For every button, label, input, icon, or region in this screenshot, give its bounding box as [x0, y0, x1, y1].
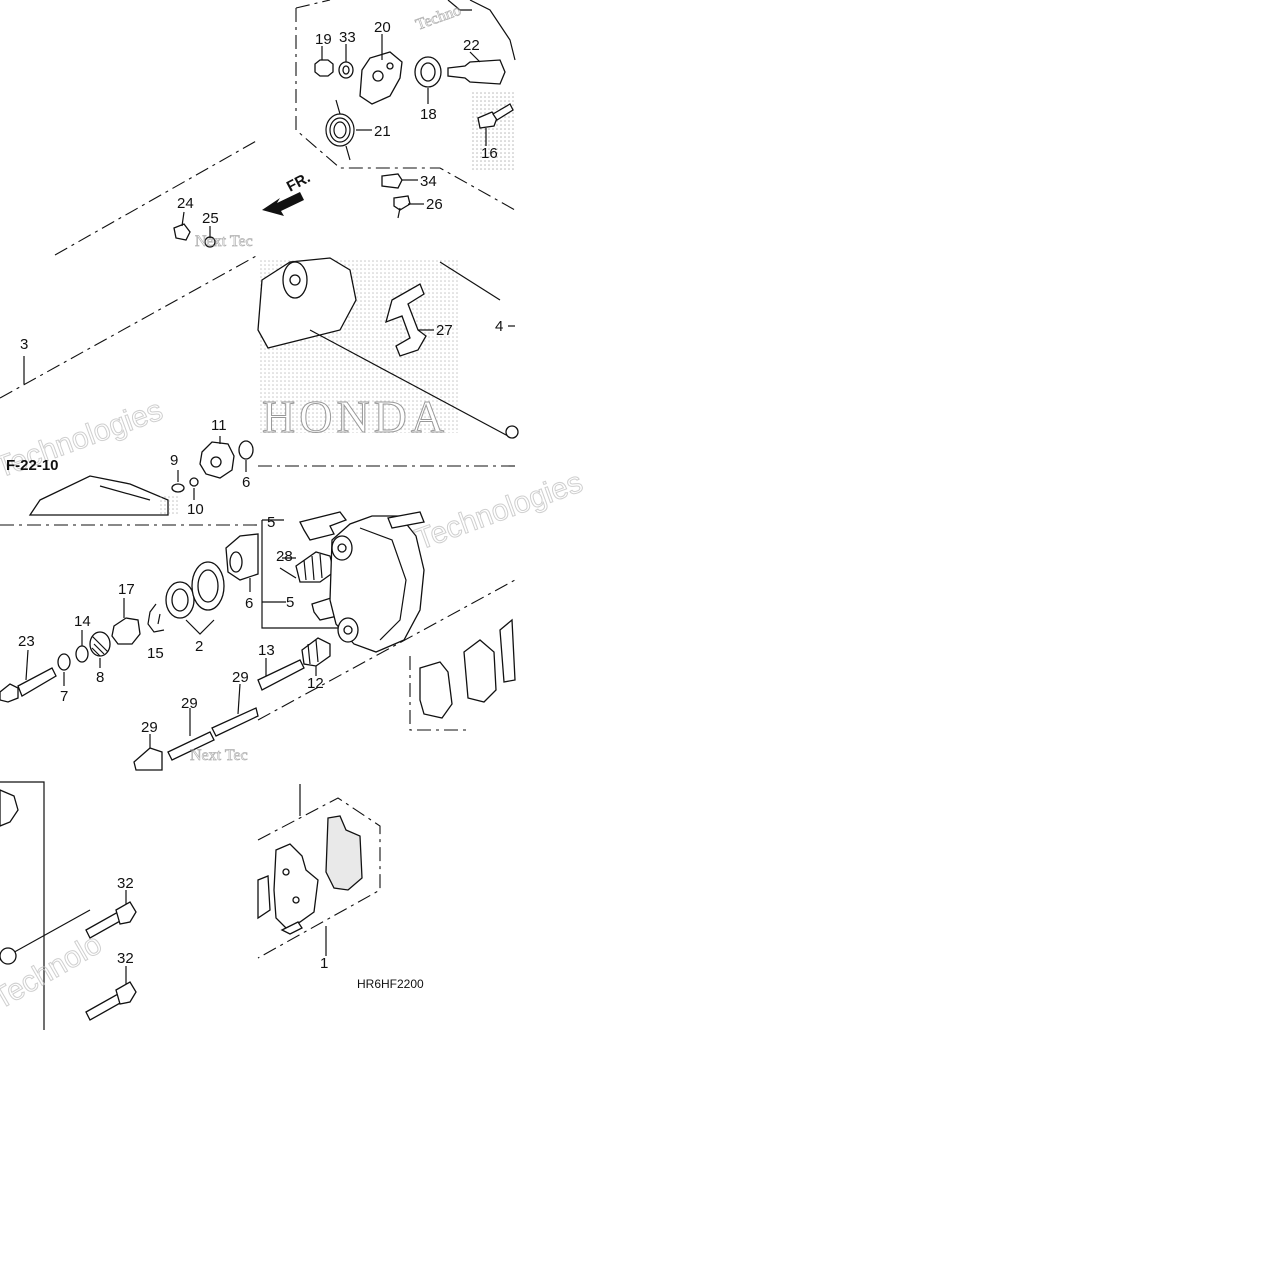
- part-boot-29a: [279, 551, 335, 583]
- part-brake-pad-1b: [325, 815, 363, 891]
- part-bleeder-27: [393, 195, 411, 219]
- callout-30: 29: [181, 695, 198, 712]
- callout-1: 1: [320, 955, 328, 972]
- part-pad-spring-5a: [299, 511, 348, 541]
- part-cup-12: [199, 436, 235, 479]
- callout-10: 9: [170, 452, 178, 469]
- callout-20: 19: [315, 31, 332, 48]
- part-nut-7: [238, 440, 254, 472]
- callout-21: 20: [374, 19, 391, 36]
- part-cap-34: [381, 173, 403, 189]
- callout-22: 21: [374, 123, 391, 140]
- part-pin-31: [211, 683, 259, 737]
- part-brake-pad-1a: [273, 843, 319, 935]
- callout-3: 3: [20, 336, 28, 353]
- part-spring-22: [325, 99, 355, 161]
- tile-bottom-left: Technolo: [0, 781, 137, 1030]
- callouts: 19 33 20 22 18 21 16 34 26 24 25 3 27 4 …: [6, 19, 503, 972]
- callout-2: 2: [195, 638, 203, 655]
- callout-23: 22: [463, 37, 480, 54]
- callout-29b: 29: [141, 719, 158, 736]
- part-bolt-17: [477, 103, 514, 129]
- front-direction-arrow: FR.: [262, 169, 313, 216]
- callout-5a: 5: [267, 514, 275, 531]
- drawing-code: HR6HF2200: [357, 977, 424, 991]
- direction-label: FR.: [284, 169, 313, 195]
- callout-26: 25: [202, 210, 219, 227]
- callout-32b: 32: [117, 950, 134, 967]
- callout-19: 18: [420, 106, 437, 123]
- callout-5b: 5: [286, 594, 294, 611]
- part-spring-9: [89, 631, 111, 668]
- callout-6: 6: [245, 595, 253, 612]
- part-piston-6: [225, 533, 259, 592]
- part-boot-13: [301, 637, 331, 676]
- callout-33: 33: [339, 29, 356, 46]
- callout-16: 15: [147, 645, 164, 662]
- part-lever-21: [359, 51, 403, 105]
- part-washer-8: [57, 653, 71, 686]
- callout-15: 14: [74, 613, 91, 630]
- part-cap-26: [204, 226, 216, 248]
- tile-middle-right: HONDA: [257, 257, 519, 467]
- callout-25: 24: [177, 195, 194, 212]
- watermark-caliper-1: Technologies: [411, 466, 587, 557]
- callout-7: 6: [242, 474, 250, 491]
- callout-4: 4: [495, 318, 503, 335]
- callout-34: 34: [420, 173, 437, 190]
- part-pin-14: [257, 658, 305, 691]
- callout-9: 8: [96, 669, 104, 686]
- watermark-top-right: Techno: [414, 2, 464, 34]
- part-18: [111, 598, 141, 645]
- callout-27: 26: [426, 196, 443, 213]
- part-washer-15: [75, 630, 89, 663]
- part-shaft-23: [447, 59, 506, 85]
- part-bleeder-25: [173, 211, 191, 241]
- part-bolt-32b: [85, 966, 137, 1021]
- callout-13: 12: [307, 675, 324, 692]
- part-seal-19: [414, 56, 442, 88]
- callout-28: 27: [436, 322, 453, 339]
- part-seal-2: [165, 561, 225, 635]
- part-washer-33: [338, 61, 354, 79]
- callout-11: 10: [187, 501, 204, 518]
- callout-29a: 28: [276, 548, 293, 565]
- part-bolt-32a: [85, 890, 137, 939]
- callout-31: 29: [232, 669, 249, 686]
- part-bolt-24: [0, 649, 57, 703]
- part-washer-11: [189, 477, 199, 487]
- tile-bottom-middle: HR6HF2200: [257, 784, 424, 991]
- watermark-left-2: Next Tec: [195, 233, 253, 250]
- part-boot-29b: [133, 734, 163, 771]
- honda-watermark: HONDA: [262, 391, 448, 442]
- callout-8: 7: [60, 688, 68, 705]
- watermark-caliper-2: Next Tec: [190, 747, 248, 764]
- watermark-bottom-left-1: Technolo: [0, 927, 108, 1016]
- part-circlip-16: [147, 603, 165, 633]
- callout-18: 17: [118, 581, 135, 598]
- callout-17: 16: [481, 145, 498, 162]
- part-oring-10: [171, 483, 185, 493]
- callout-32a: 32: [117, 875, 134, 892]
- callout-14: 13: [258, 642, 275, 659]
- part-nut-20: [314, 59, 334, 77]
- callout-12: 11: [211, 417, 227, 434]
- part-pad-right: [419, 618, 516, 719]
- part-clip-28: [385, 283, 434, 357]
- callout-24: 23: [18, 633, 35, 650]
- part-pin-30: [167, 708, 215, 761]
- reference-label: F-22-10: [6, 457, 59, 474]
